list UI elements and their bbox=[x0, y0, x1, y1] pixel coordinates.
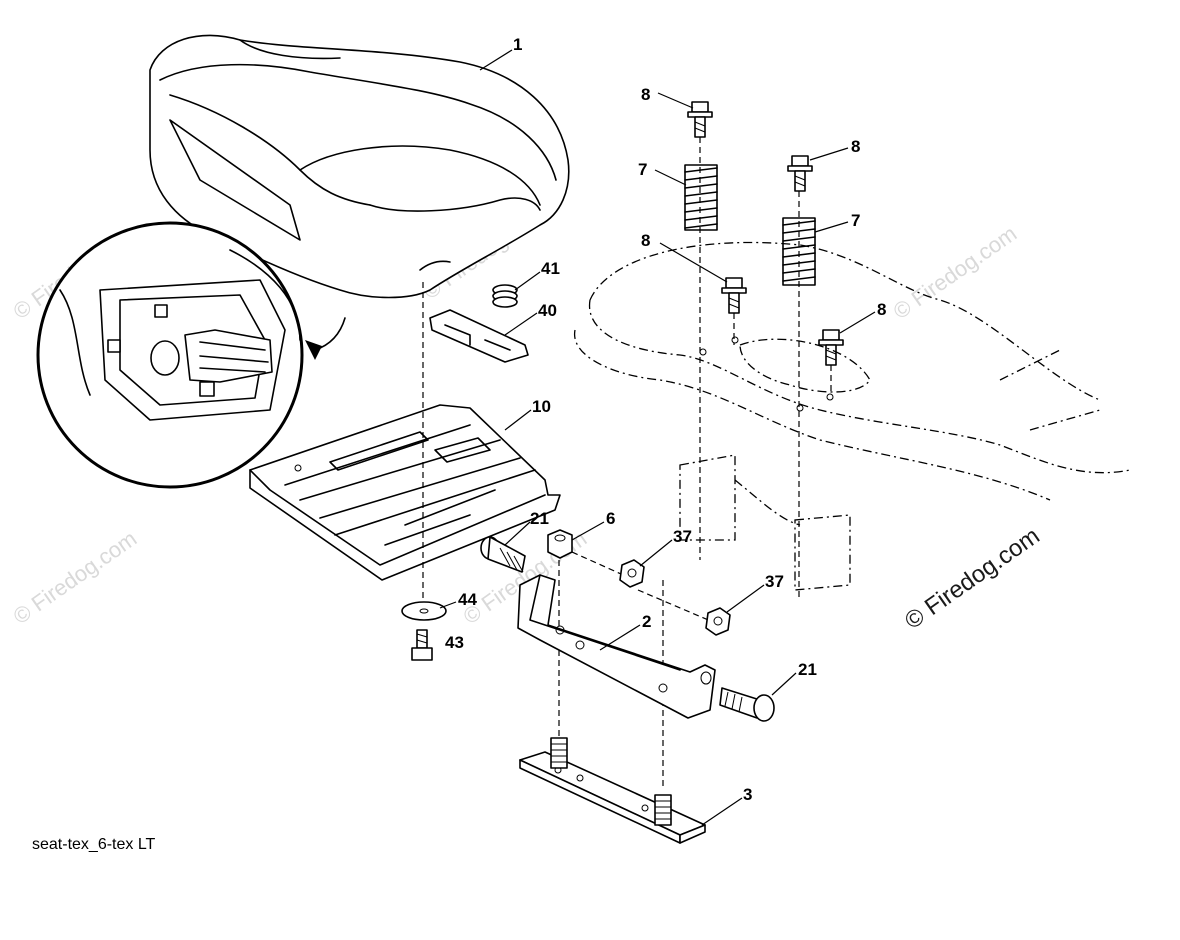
clip-part-40 bbox=[429, 309, 529, 363]
watermark-faint-3: © Firedog.com bbox=[889, 221, 1022, 324]
bolt-part-43 bbox=[411, 629, 433, 661]
bolt-part-21a bbox=[480, 536, 526, 573]
washer-part-44 bbox=[401, 601, 447, 621]
callout-1: 1 bbox=[513, 35, 522, 54]
callout-21-left: 21 bbox=[530, 509, 549, 528]
callout-8-mid-right: 8 bbox=[877, 300, 886, 319]
callout-3: 3 bbox=[743, 785, 752, 804]
nut-part-37a bbox=[619, 559, 645, 588]
callout-8-top-right: 8 bbox=[851, 137, 860, 156]
plate-part-3 bbox=[519, 737, 706, 844]
bolt-part-8d bbox=[818, 329, 844, 366]
callout-40: 40 bbox=[538, 301, 557, 320]
callout-2: 2 bbox=[642, 612, 651, 631]
nut-part-37b bbox=[705, 607, 731, 636]
spring-part-7a bbox=[684, 164, 718, 231]
callout-44: 44 bbox=[458, 590, 477, 609]
callout-8-top-left: 8 bbox=[641, 85, 650, 104]
callout-43: 43 bbox=[445, 633, 464, 652]
callout-37-bottom: 37 bbox=[765, 572, 784, 591]
callout-37-top: 37 bbox=[673, 527, 692, 546]
callout-7-left: 7 bbox=[638, 160, 647, 179]
nut-part-6 bbox=[547, 529, 573, 559]
tractor-frame-outline bbox=[574, 241, 1131, 591]
bolt-part-21b bbox=[719, 687, 775, 722]
watermark-faint-4: © Firedog.com bbox=[9, 526, 142, 629]
callout-10: 10 bbox=[532, 397, 551, 416]
callout-7-right: 7 bbox=[851, 211, 860, 230]
callout-labels: 1 41 40 10 21 6 44 43 2 3 21 37 37 8 8 8… bbox=[445, 35, 886, 804]
watermark-main: © Firedog.com bbox=[900, 522, 1045, 635]
bolt-part-8b bbox=[787, 155, 813, 192]
bracket-part-2 bbox=[517, 574, 716, 719]
seat-pan-part-10 bbox=[249, 404, 561, 581]
callout-8-mid-left: 8 bbox=[641, 231, 650, 250]
callout-41: 41 bbox=[541, 259, 560, 278]
diagram-caption: seat-tex_6-tex LT bbox=[32, 836, 156, 853]
detail-zoom-circle bbox=[36, 221, 346, 489]
callout-21-right: 21 bbox=[798, 660, 817, 679]
callout-leader-lines bbox=[439, 49, 876, 826]
spring-part-41 bbox=[492, 284, 518, 308]
callout-6: 6 bbox=[606, 509, 615, 528]
bolt-part-8c bbox=[721, 277, 747, 314]
